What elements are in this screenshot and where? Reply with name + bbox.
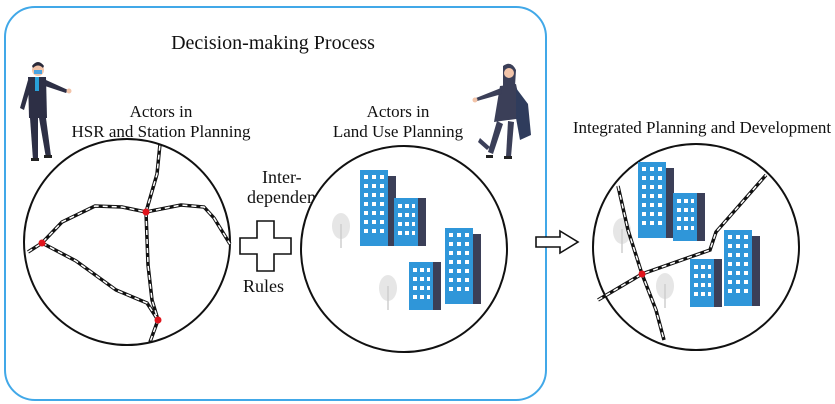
- station-node: [154, 316, 162, 324]
- building-icon: [409, 262, 441, 310]
- station-node: [638, 270, 646, 278]
- building-icon: [673, 193, 705, 241]
- building-icon: [690, 259, 722, 307]
- left-actor-label-1: Actors in: [130, 102, 193, 121]
- process-title: Decision-making Process: [171, 32, 375, 54]
- integrated-circle: [592, 143, 800, 351]
- building-icon: [394, 198, 426, 246]
- person-icon: [472, 63, 531, 159]
- plus-icon: [239, 220, 292, 272]
- arrow-right-icon: [535, 229, 580, 255]
- interdependency-label-1: Inter-: [262, 167, 302, 187]
- rules-label: Rules: [243, 276, 284, 296]
- building-icon: [360, 170, 396, 246]
- integrated-label: Integrated Planning and Development: [573, 118, 832, 137]
- building-icon: [724, 230, 760, 306]
- station-node: [38, 239, 46, 247]
- process-frame: [4, 6, 547, 401]
- building-icon: [445, 228, 481, 304]
- land-use-label-2: Land Use Planning: [333, 122, 464, 141]
- station-node: [142, 208, 150, 216]
- hsr-network-circle: [23, 138, 232, 346]
- building-icon: [638, 162, 674, 238]
- left-actor-label-2: HSR and Station Planning: [72, 122, 251, 141]
- person-icon: [20, 62, 72, 161]
- land-use-circle: [300, 145, 508, 353]
- land-use-label-1: Actors in: [367, 102, 430, 121]
